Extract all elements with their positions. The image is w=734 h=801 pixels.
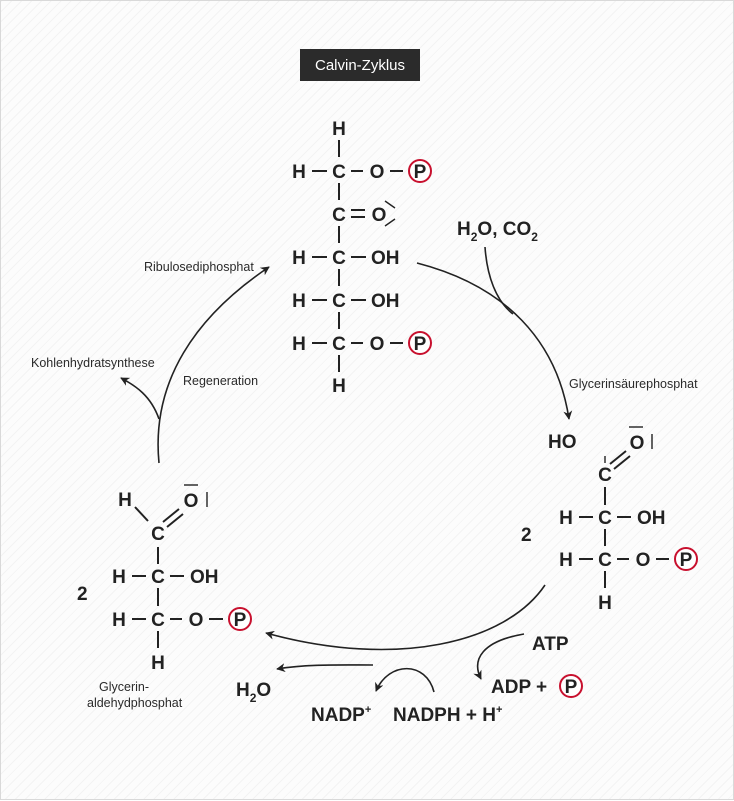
reagent-nadp-text: NADP [311,705,365,726]
reagent-h2o-co2: H2O, CO2 [457,219,538,244]
atom-c: C [598,465,612,486]
atom-c: C [332,205,346,226]
reagent-h: H [457,219,471,240]
atom-h: H [332,119,346,140]
atom-c: C [151,567,165,588]
atom-o: O [189,610,204,631]
atom-c: C [151,524,165,545]
title-box: Calvin-Zyklus [300,49,420,81]
atom-c: C [332,291,346,312]
atom-h: H [292,291,306,312]
atom-h: H [112,567,126,588]
atom-oh: OH [190,567,219,588]
label-ribulosediphosphat: Ribulosediphosphat [144,260,254,274]
glycerate-phosphate-structure: HO O C H C OH H C O P H [548,426,698,614]
reagent-o: O [256,680,271,701]
phosphate-circle [674,547,698,571]
atom-h: H [292,248,306,269]
arrow-reduction [265,584,546,651]
arrow-regeneration [157,266,270,464]
glyceraldehyde-phosphate-structure: H O C H C OH H C O P H [112,484,252,674]
arrow-carboxylation [416,262,573,420]
phosphate-circle [559,674,583,698]
atom-p: P [414,162,427,183]
atom-o: O [630,433,645,454]
reagent-h2o: H2O [236,680,271,705]
reagent-adp: ADP + [491,677,547,698]
label-glycerinaldehyd-line1: Glycerin- [99,680,149,694]
atom-c: C [598,508,612,529]
atom-c: C [598,550,612,571]
atom-o: O [184,491,199,512]
atom-h: H [559,550,573,571]
reagent-h: H [236,680,250,701]
atom-h: H [598,593,612,614]
reagent-nadph-text: NADPH + H [393,705,496,726]
reagent-nadph: NADPH + H+ [393,704,502,726]
atom-p: P [234,610,247,631]
coefficient-left: 2 [77,584,88,605]
reagent-nadp: NADP+ [311,704,371,726]
label-glycerinsaeurephosphat: Glycerinsäurephosphat [569,377,698,391]
subscript-2: 2 [471,230,478,244]
atom-o: O [370,334,385,355]
arrow-h2o-co2-input [484,246,514,315]
atom-p: P [414,334,427,355]
atom-oh: OH [371,248,400,269]
phosphate-circle [408,331,432,355]
label-kohlenhydratsynthese: Kohlenhydratsynthese [31,356,155,370]
arrow-h2o-out [276,663,374,673]
atom-c: C [332,162,346,183]
coefficient-right: 2 [521,525,532,546]
atom-oh: OH [371,291,400,312]
phosphate-circle [408,159,432,183]
atom-oh: OH [637,508,666,529]
atom-h: H [112,610,126,631]
arrow-atp-to-adp [473,633,525,680]
atom-h: H [118,490,132,511]
atom-p: P [680,550,693,571]
atom-c: C [332,334,346,355]
atom-h: H [559,508,573,529]
atom-h: H [332,376,346,397]
atom-o: O [372,205,387,226]
superscript-plus: + [365,704,371,716]
reagent-o-co: O, CO [477,219,531,240]
subscript-2: 2 [250,691,257,705]
atom-c: C [332,248,346,269]
ribulose-diphosphate-structure: H H C O P C O H C OH H C OH H C O P H [292,119,432,397]
diagram-title: Calvin-Zyklus [315,57,405,74]
label-regeneration: Regeneration [183,374,258,388]
atom-c: C [151,610,165,631]
arrow-nadph-to-nadp [375,667,435,693]
phosphate-circle [228,607,252,631]
reagent-atp: ATP [532,634,569,655]
atom-h: H [292,334,306,355]
atom-h: H [151,653,165,674]
atom-h: H [292,162,306,183]
atom-o: O [636,550,651,571]
label-glycerinaldehyd-line2: aldehydphosphat [87,696,183,710]
subscript-2: 2 [531,230,538,244]
superscript-plus: + [496,704,502,716]
atom-ho: HO [548,432,577,453]
atom-o: O [370,162,385,183]
atom-p: P [565,677,578,698]
arrow-carbohydrate-synthesis [120,377,160,420]
